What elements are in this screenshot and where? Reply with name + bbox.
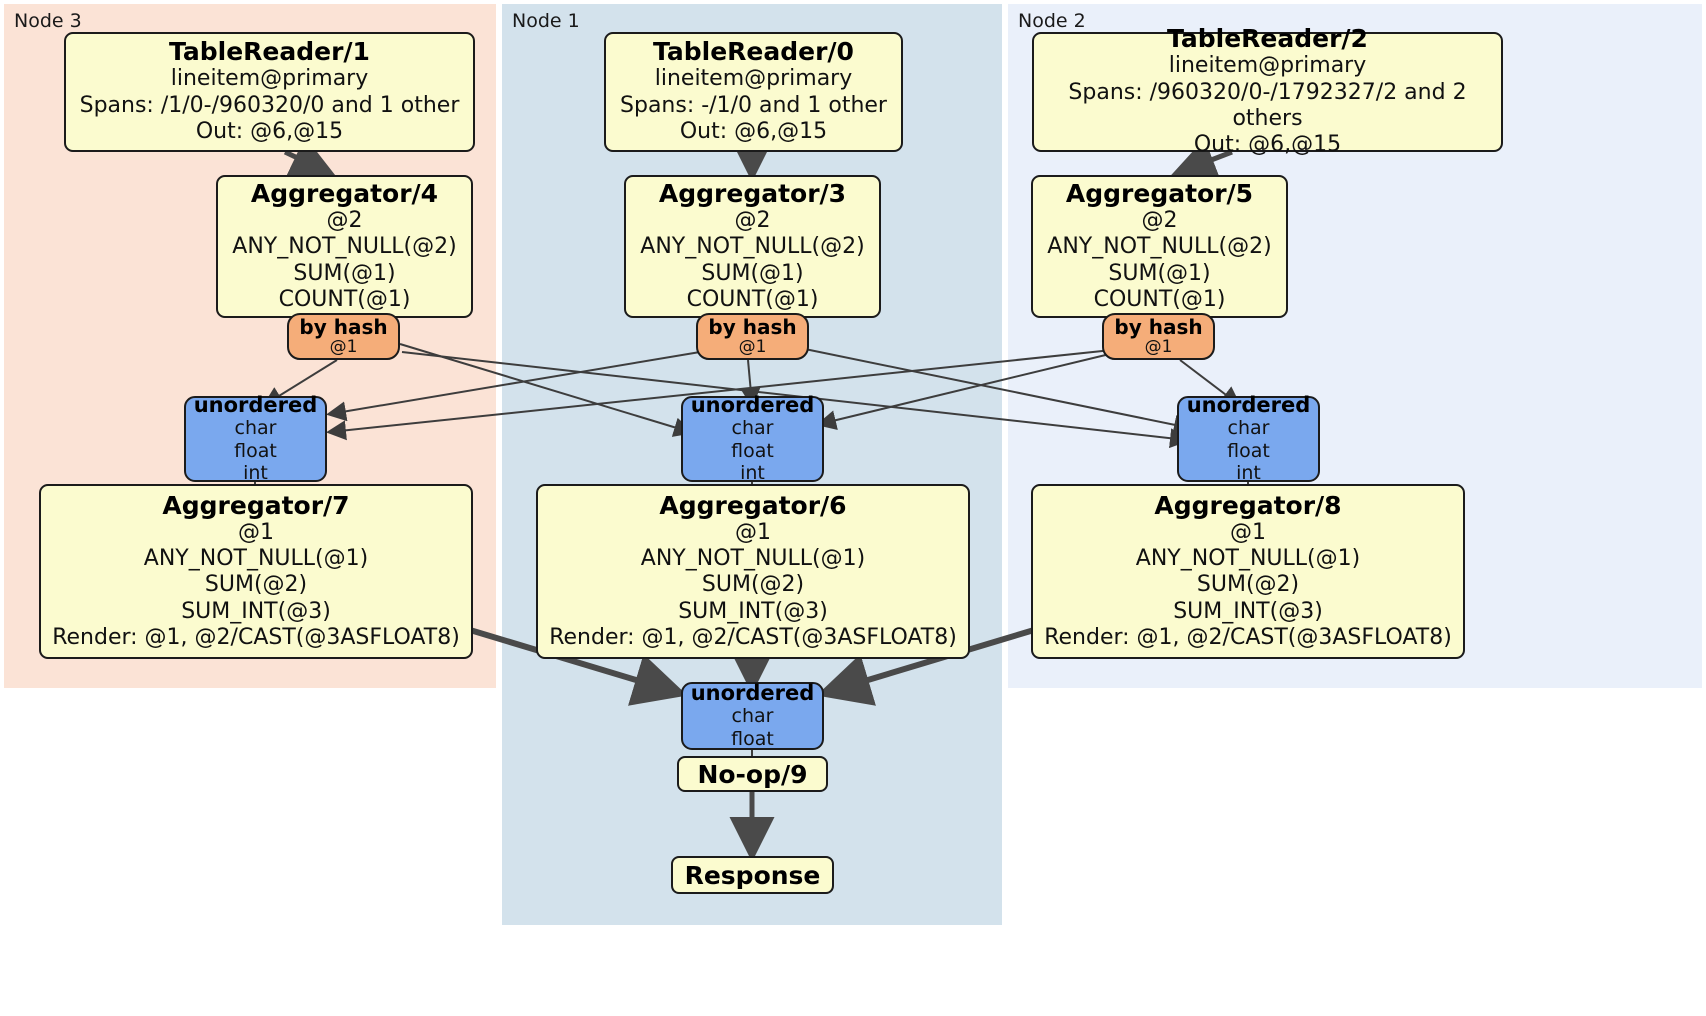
processor-spans: Spans: /1/0-/960320/0 and 1 other [79, 92, 460, 118]
processor-aggregator-3[interactable]: Aggregator/3 @2 ANY_NOT_NULL(@2) SUM(@1)… [624, 175, 881, 318]
processor-tablereader-1[interactable]: TableReader/1 lineitem@primary Spans: /1… [64, 32, 475, 152]
processor-group: @2 [1141, 207, 1178, 233]
processor-group: @1 [735, 519, 771, 545]
processor-agg-2: SUM(@1) [701, 260, 804, 286]
processor-render: Render: @1, @2/CAST(@3ASFLOAT8) [549, 625, 957, 651]
processor-group: @1 [238, 519, 274, 545]
node-panel-label-node1: Node 1 [512, 10, 580, 32]
receiver-type-1: char [234, 417, 277, 440]
processor-group: @2 [326, 207, 363, 233]
processor-out: Out: @6,@15 [195, 119, 344, 145]
receiver-type-2: float [731, 727, 774, 750]
processor-agg-1: ANY_NOT_NULL(@2) [1047, 234, 1272, 260]
processor-aggregator-8[interactable]: Aggregator/8 @1 ANY_NOT_NULL(@1) SUM(@2)… [1031, 484, 1465, 659]
response-node[interactable]: Response [671, 856, 834, 894]
receiver-type-3: int [243, 461, 268, 484]
processor-tablereader-0[interactable]: TableReader/0 lineitem@primary Spans: -/… [604, 32, 903, 152]
receiver-type-2: float [731, 439, 774, 462]
receiver-unordered-node1[interactable]: unordered char float int [681, 392, 824, 484]
processor-agg-2: SUM(@1) [1108, 260, 1211, 286]
processor-title: Aggregator/8 [1154, 490, 1342, 520]
processor-title: Aggregator/4 [250, 178, 439, 208]
processor-agg-3: SUM_INT(@3) [181, 598, 331, 624]
processor-index: lineitem@primary [170, 66, 369, 92]
receiver-type-1: char [731, 417, 774, 440]
router-title: by hash [1114, 314, 1203, 339]
processor-aggregator-6[interactable]: Aggregator/6 @1 ANY_NOT_NULL(@1) SUM(@2)… [536, 484, 970, 659]
processor-agg-1: ANY_NOT_NULL(@1) [143, 545, 369, 571]
response-title: Response [684, 860, 821, 890]
processor-title: Aggregator/7 [162, 490, 350, 520]
processor-group: @2 [734, 207, 771, 233]
receiver-type-2: float [1227, 439, 1270, 462]
processor-agg-2: SUM(@2) [1196, 572, 1300, 598]
receiver-type-1: char [731, 705, 774, 728]
receiver-title: unordered [1186, 392, 1311, 417]
processor-spans: Spans: /960320/0-/1792327/2 and 2 others [1068, 79, 1467, 131]
node-panel-label-node2: Node 2 [1018, 10, 1086, 32]
processor-tablereader-2[interactable]: TableReader/2 lineitem@primary Spans: /9… [1032, 25, 1503, 157]
processor-title: Aggregator/5 [1065, 178, 1254, 208]
processor-title: Aggregator/3 [658, 178, 847, 208]
processor-agg-1: ANY_NOT_NULL(@1) [640, 545, 866, 571]
processor-title: TableReader/1 [169, 37, 370, 67]
processor-index: lineitem@primary [654, 66, 853, 92]
processor-index: lineitem@primary [1168, 53, 1367, 79]
processor-title: No-op/9 [697, 759, 808, 789]
receiver-type-3: int [1236, 461, 1261, 484]
receiver-title: unordered [690, 392, 815, 417]
receiver-type-2: float [234, 439, 277, 462]
processor-spans: Spans: -/1/0 and 1 other [620, 92, 887, 118]
processor-agg-1: ANY_NOT_NULL(@1) [1135, 545, 1361, 571]
processor-agg-3: COUNT(@1) [686, 286, 819, 312]
router-detail: @1 [329, 336, 358, 357]
router-title: by hash [299, 314, 388, 339]
processor-render: Render: @1, @2/CAST(@3ASFLOAT8) [52, 625, 460, 651]
receiver-unordered-node2[interactable]: unordered char float int [1177, 392, 1320, 484]
processor-agg-1: ANY_NOT_NULL(@2) [640, 234, 865, 260]
router-by-hash-node2[interactable]: by hash @1 [1102, 313, 1215, 360]
processor-out: Out: @6,@15 [679, 119, 828, 145]
router-by-hash-node3[interactable]: by hash @1 [287, 313, 400, 360]
processor-aggregator-5[interactable]: Aggregator/5 @2 ANY_NOT_NULL(@2) SUM(@1)… [1031, 175, 1288, 318]
receiver-title: unordered [193, 392, 318, 417]
receiver-unordered-final[interactable]: unordered char float [681, 680, 824, 750]
processor-agg-2: SUM(@2) [204, 572, 308, 598]
processor-out: Out: @6,@15 [1193, 132, 1342, 158]
processor-noop-9[interactable]: No-op/9 [677, 756, 828, 792]
processor-group: @1 [1230, 519, 1266, 545]
processor-agg-1: ANY_NOT_NULL(@2) [232, 234, 457, 260]
receiver-type-1: char [1227, 417, 1270, 440]
router-by-hash-node1[interactable]: by hash @1 [696, 313, 809, 360]
processor-agg-2: SUM(@2) [701, 572, 805, 598]
router-detail: @1 [1144, 336, 1173, 357]
router-detail: @1 [738, 336, 767, 357]
processor-title: Aggregator/6 [659, 490, 847, 520]
processor-agg-3: SUM_INT(@3) [678, 598, 828, 624]
processor-render: Render: @1, @2/CAST(@3ASFLOAT8) [1044, 625, 1452, 651]
receiver-title: unordered [690, 680, 815, 705]
processor-title: TableReader/0 [653, 37, 854, 67]
processor-title: TableReader/2 [1167, 24, 1368, 54]
processor-agg-3: COUNT(@1) [1093, 286, 1226, 312]
processor-aggregator-7[interactable]: Aggregator/7 @1 ANY_NOT_NULL(@1) SUM(@2)… [39, 484, 473, 659]
processor-agg-3: COUNT(@1) [278, 286, 411, 312]
node-panel-label-node3: Node 3 [14, 10, 82, 32]
receiver-unordered-node3[interactable]: unordered char float int [184, 392, 327, 484]
processor-aggregator-4[interactable]: Aggregator/4 @2 ANY_NOT_NULL(@2) SUM(@1)… [216, 175, 473, 318]
router-title: by hash [708, 314, 797, 339]
receiver-type-3: int [740, 461, 765, 484]
processor-agg-3: SUM_INT(@3) [1173, 598, 1323, 624]
processor-agg-2: SUM(@1) [293, 260, 396, 286]
